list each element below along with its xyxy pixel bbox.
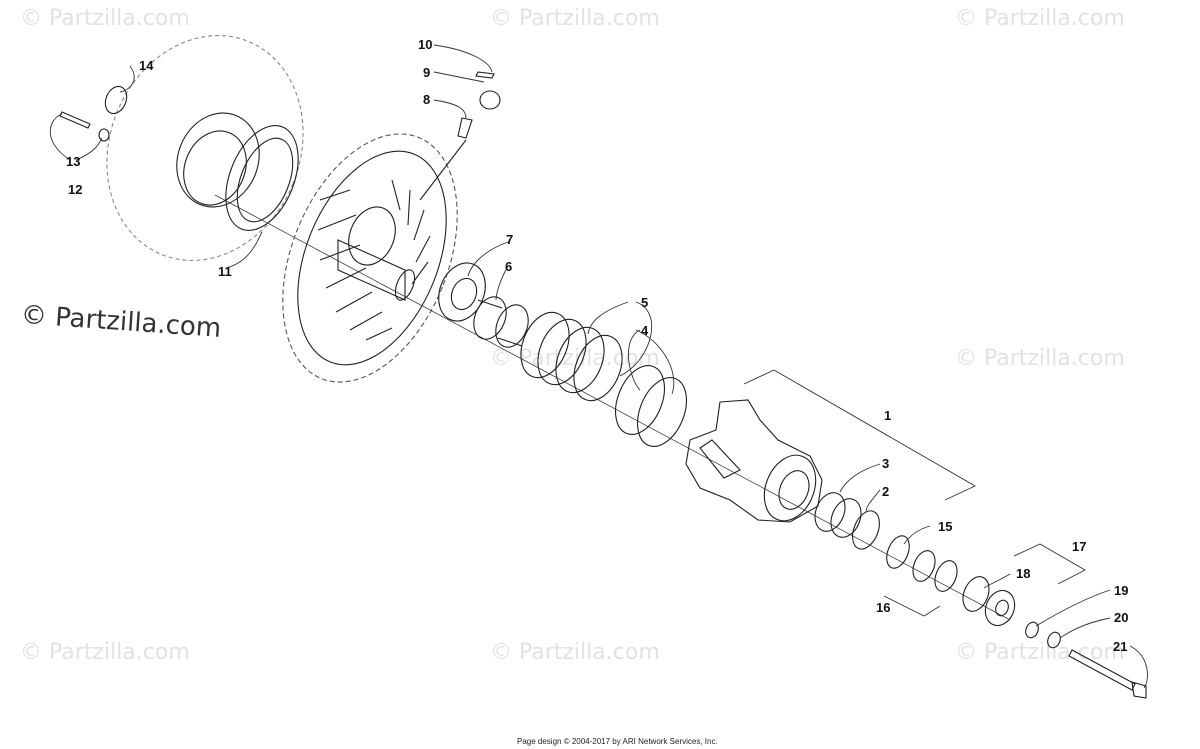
callout-1: 1 [884,408,891,423]
callout-17: 17 [1072,539,1086,554]
shaft-hub [337,206,416,301]
callout-4: 4 [641,323,649,338]
callout-14: 14 [139,58,154,73]
callout-10: 10 [418,37,432,52]
snap-ring [852,510,880,550]
housing [685,399,823,523]
leader-lines [49,44,1148,689]
watermark: © Partzilla.com [20,6,190,31]
callout-13: 13 [66,154,80,169]
callout-3: 3 [882,456,889,471]
callout-16: 16 [876,600,890,615]
bracket-lines [743,369,1086,617]
washer-20 [1047,631,1061,649]
watermark: © Partzilla.com [490,6,660,31]
ring-16b [934,560,958,592]
callout-15: 15 [938,519,952,534]
callout-20: 20 [1114,610,1128,625]
axis-line [214,194,1011,621]
callout-21: 21 [1113,639,1127,654]
roller [984,589,1016,627]
plate-gasket [225,125,299,231]
callout-labels: 1 2 3 4 5 6 7 8 9 10 11 12 13 14 15 16 1… [66,37,1128,654]
callout-19: 19 [1114,583,1128,598]
callout-5: 5 [641,295,648,310]
o-ring [886,535,910,569]
ring-16a [912,550,936,582]
watermark: © Partzilla.com [490,640,660,665]
screw-washer [59,111,110,142]
callout-12: 12 [68,182,82,197]
callout-8: 8 [423,92,430,107]
callout-7: 7 [506,232,513,247]
page-footer-credit: Page design © 2004-2017 by ARI Network S… [517,737,718,746]
callout-18: 18 [1016,566,1030,581]
watermark: © Partzilla.com [20,640,190,665]
callout-6: 6 [505,259,512,274]
watermark: © Partzilla.com [955,346,1125,371]
watermark: © Partzilla.com [955,640,1125,665]
rings-pair [614,365,688,447]
callout-11: 11 [218,264,232,279]
inner-sheave [282,133,458,383]
bearing [814,492,862,538]
washer-19 [1025,621,1039,639]
thrust-washer [438,262,486,322]
callout-9: 9 [423,65,430,80]
washer-14 [104,85,128,115]
callout-2: 2 [882,484,889,499]
spring [520,311,623,402]
watermark: © Partzilla.com [955,6,1125,31]
pin-assembly [419,71,501,201]
washer-18 [962,576,990,612]
bolt [1068,649,1147,699]
bushing [473,296,529,348]
